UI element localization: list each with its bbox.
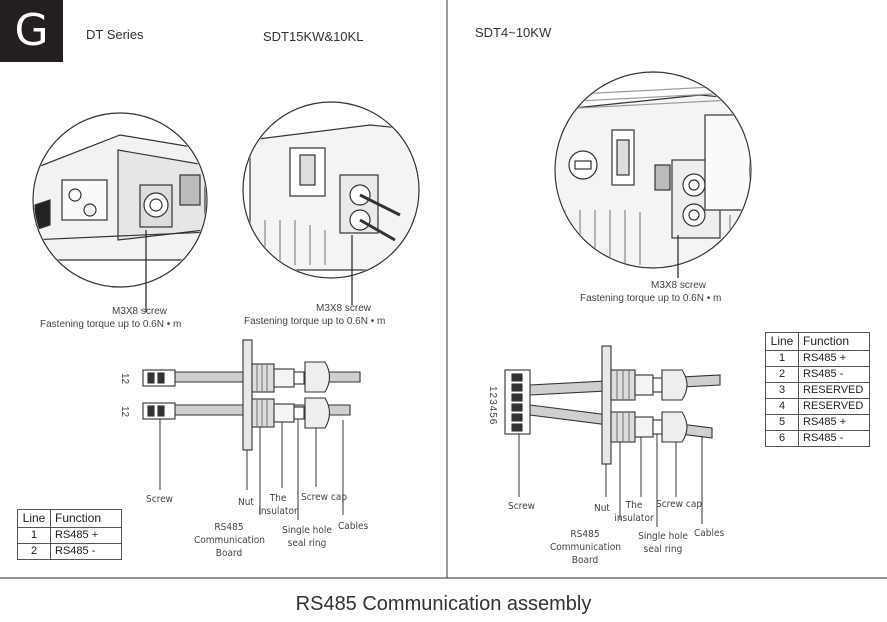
section-badge: G — [0, 0, 63, 62]
model-title-right: SDT4~10KW — [475, 25, 552, 40]
torque-left-1: Fastening torque up to 0.6N • m — [40, 319, 182, 330]
label-screw-left: Screw — [146, 494, 174, 505]
torque-left-2: Fastening torque up to 0.6N • m — [244, 316, 386, 327]
label-screw-right: Screw — [508, 501, 536, 512]
magnified-view-left-1 — [32, 112, 208, 312]
screw-spec-left-2: M3X8 screw — [316, 303, 372, 314]
label-cables-left: Cables — [338, 521, 369, 532]
label-screw-cap-left: Screw cap — [301, 492, 348, 503]
pin-label-bottom: 12 — [119, 406, 130, 418]
pin-label-top: 12 — [119, 373, 130, 385]
label-nut-left: Nut — [238, 497, 254, 508]
connector-assembly-left — [142, 339, 361, 520]
magnified-view-right — [554, 71, 752, 278]
label-nut-right: Nut — [594, 503, 610, 514]
page-title: RS485 Communication assembly — [295, 593, 592, 615]
magnified-view-left-2 — [242, 101, 420, 305]
pin-label-six: 123456 — [487, 386, 498, 426]
label-cables-right: Cables — [694, 528, 725, 539]
torque-right: Fastening torque up to 0.6N • m — [580, 293, 722, 304]
screw-spec-right: M3X8 screw — [651, 280, 707, 291]
connector-assembly-right — [504, 345, 721, 527]
model-title-left: SDT15KW&10KL — [263, 29, 364, 44]
label-screw-cap-right: Screw cap — [656, 499, 703, 510]
screw-spec-left-1: M3X8 screw — [112, 306, 168, 317]
series-title: DT Series — [86, 27, 144, 42]
